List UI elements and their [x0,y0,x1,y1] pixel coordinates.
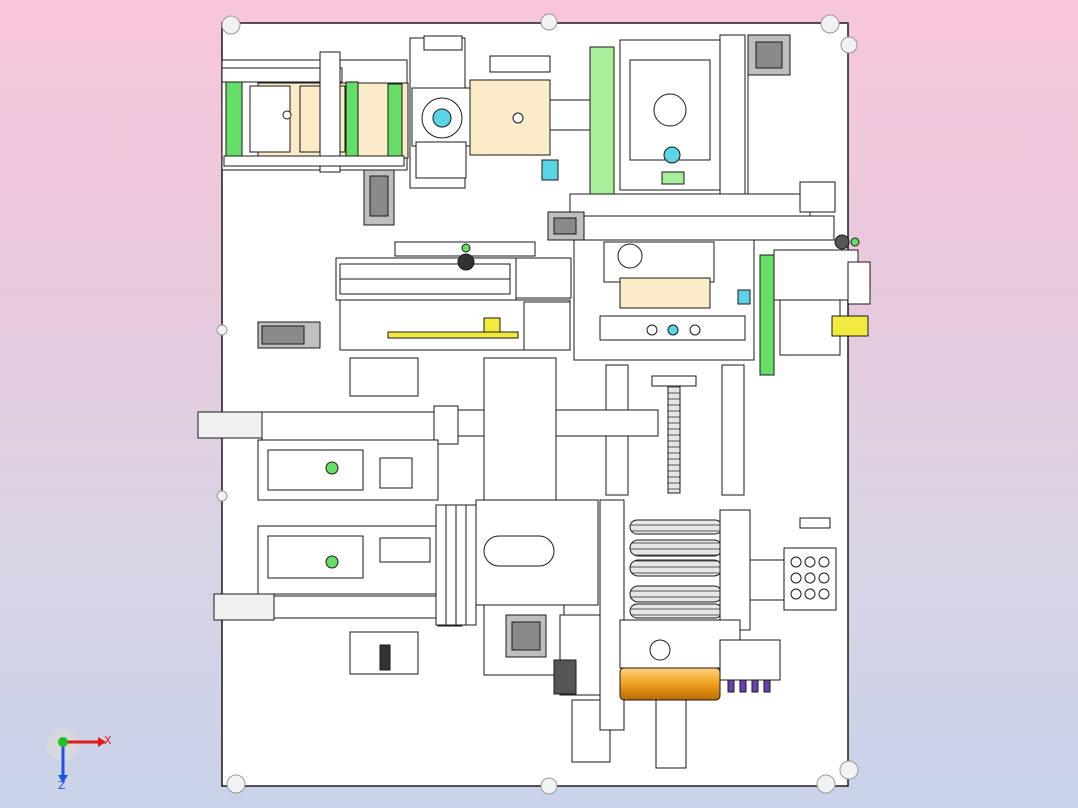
center-mid-assembly [573,239,775,376]
rotary-index-module [409,35,591,189]
central-carriage [435,357,611,763]
axis-triad: X Z [47,729,112,792]
upper-middle-rail [547,181,860,250]
lower-left-mechanism [257,357,439,675]
right-mid-module [773,249,871,356]
left-mid-module [257,241,572,351]
bottom-assembly [553,619,781,769]
fitting-panel [783,517,837,611]
top-right-gantry [619,34,791,196]
x-axis-label: X [104,734,112,747]
green-belt [589,46,615,198]
top-left-feeder [221,51,409,226]
z-axis-label: Z [58,779,66,792]
roller-bank [599,499,791,731]
